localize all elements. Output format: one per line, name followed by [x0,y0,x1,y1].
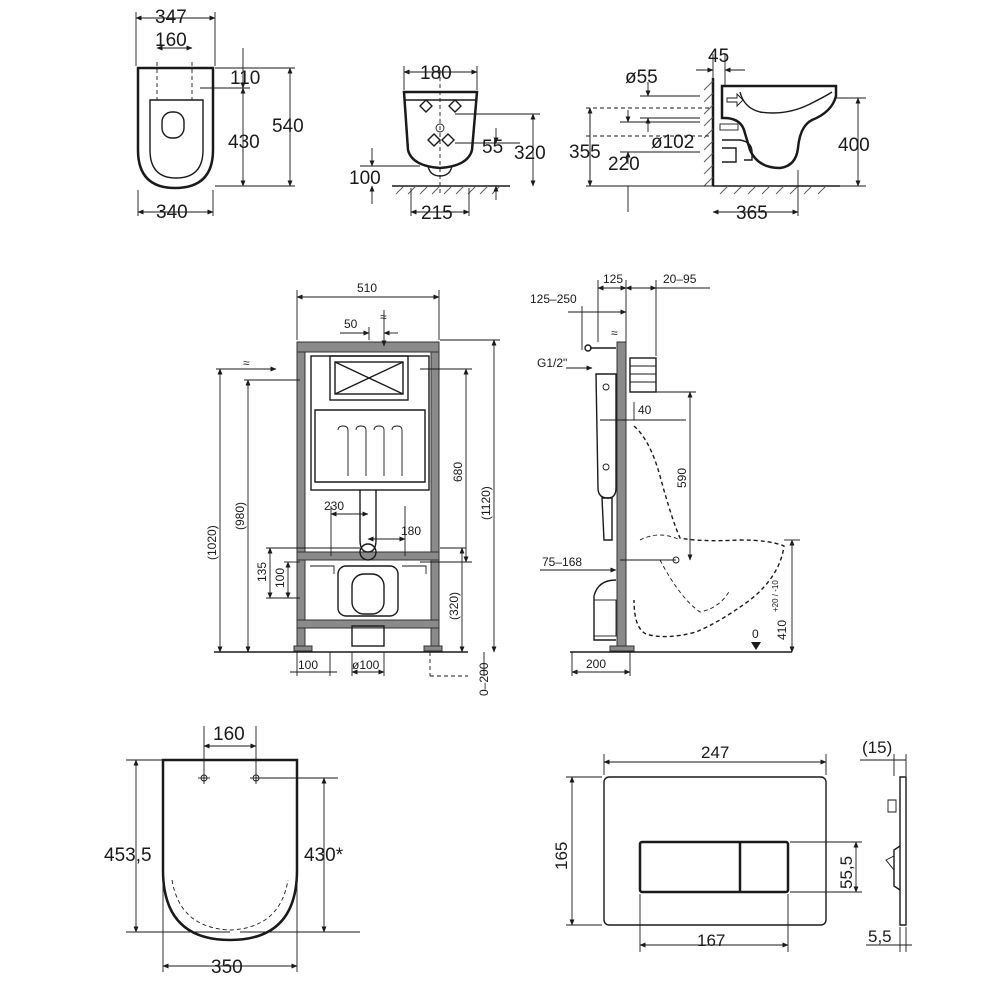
dim-355: 355 [569,142,601,163]
dim-55: 55 [482,137,503,158]
dim-180-front: 180 [420,63,452,84]
flush-plate-side: (15) 5,5 [860,738,912,952]
fixing-marks [419,99,462,147]
dim-320: 320 [514,143,546,164]
bowl-side-outline [720,84,838,170]
dim-590: 590 [675,468,689,488]
plate-outline [603,776,827,926]
thread-label: G1/2" [537,356,567,370]
dim-135: 135 [255,562,269,582]
frame-mid-bar [296,551,440,561]
dim-320-frame: (320) [447,592,461,620]
bowl-front-outline [402,90,479,170]
dim-125: 125 [603,272,623,286]
dim-40: 40 [638,403,652,417]
cistern [310,355,430,491]
dim-510: 510 [357,281,377,295]
dim-100-front: 100 [349,168,381,189]
dim-75-168: 75–168 [542,555,582,569]
dim-410: 410 [775,620,789,640]
frame-right-post [430,341,440,649]
dim-167: 167 [697,931,725,950]
svg-text:≈: ≈ [380,310,387,324]
inlet-fitting [359,543,377,561]
dim-247: 247 [701,743,729,762]
waste-pipe [351,573,385,615]
frame-side-post [616,341,627,651]
dim-165: 165 [552,842,571,870]
svg-text:≈: ≈ [243,356,250,370]
dim-365: 365 [736,203,768,224]
dim-350: 350 [211,957,243,978]
dim-d55: ø55 [625,67,658,88]
dim-100-bottom: 100 [298,658,318,672]
dim-15: (15) [862,738,892,757]
seat-outline [161,758,299,942]
bowl-top-outlet [161,111,185,139]
dim-55-5: 55,5 [837,856,856,889]
bowl-top-view: 347 160 110 430 540 340 [135,7,304,223]
flush-opening [329,355,409,401]
bowl-top-outline [136,66,215,190]
dim-50: 50 [344,317,358,331]
dim-430-top: 430 [228,132,260,153]
dim-453-5: 453,5 [104,845,152,866]
dim-540: 540 [272,116,304,137]
dim-680: 680 [451,462,465,482]
bowl-side-view: ø55 ø102 45 355 220 400 365 [569,46,870,224]
dim-160-top: 160 [155,30,187,51]
flush-plate-front: 247 165 55,5 167 [552,743,862,952]
bowl-front-view: 180 55 320 100 215 [349,63,546,224]
dim-100-frame: 100 [273,568,287,588]
dim-200: 200 [586,657,606,671]
flush-buttons [638,840,790,894]
dim-410-tol: +20 / -10 [771,580,780,612]
dim-347: 347 [155,7,187,28]
dim-d100: ø100 [352,658,380,672]
dim-430-seat: 430* [304,845,344,866]
frame-front-view: ≈ ≈ 510 50 680 (1120) (1020) (980) 230 [205,281,500,696]
bowl-top-inner [149,99,204,179]
svg-text:≈: ≈ [611,326,618,340]
dim-980: (980) [233,502,247,530]
dim-160-seat: 160 [213,724,245,745]
dim-45: 45 [708,46,729,67]
dim-215: 215 [421,203,453,224]
dim-110: 110 [230,68,260,89]
seat-view: 160 453,5 430* 350 [104,724,360,978]
frame-side-view: ≈ 125 20–95 125–250 G1/2" 40 [530,272,800,676]
frame-left-post [296,341,306,649]
dim-1120: (1120) [479,486,493,520]
dim-1020: (1020) [205,525,219,560]
dim-0-200: 0–200 [477,662,491,696]
frame-bottom-bar [296,619,440,629]
dim-340: 340 [156,202,188,223]
dim-230: 230 [324,499,344,513]
frame-top-bar [296,341,440,353]
dim-180-frame: 180 [401,524,421,538]
seat-holes [198,774,262,782]
dim-5-5: 5,5 [868,927,892,946]
dim-220: 220 [608,154,640,175]
bowl-dashed-outline [633,425,785,638]
dim-400: 400 [838,135,870,156]
dim-d102: ø102 [651,132,694,153]
dim-125-250: 125–250 [530,292,577,306]
zero-marker: 0 [752,627,759,641]
dim-20-95: 20–95 [663,272,697,286]
